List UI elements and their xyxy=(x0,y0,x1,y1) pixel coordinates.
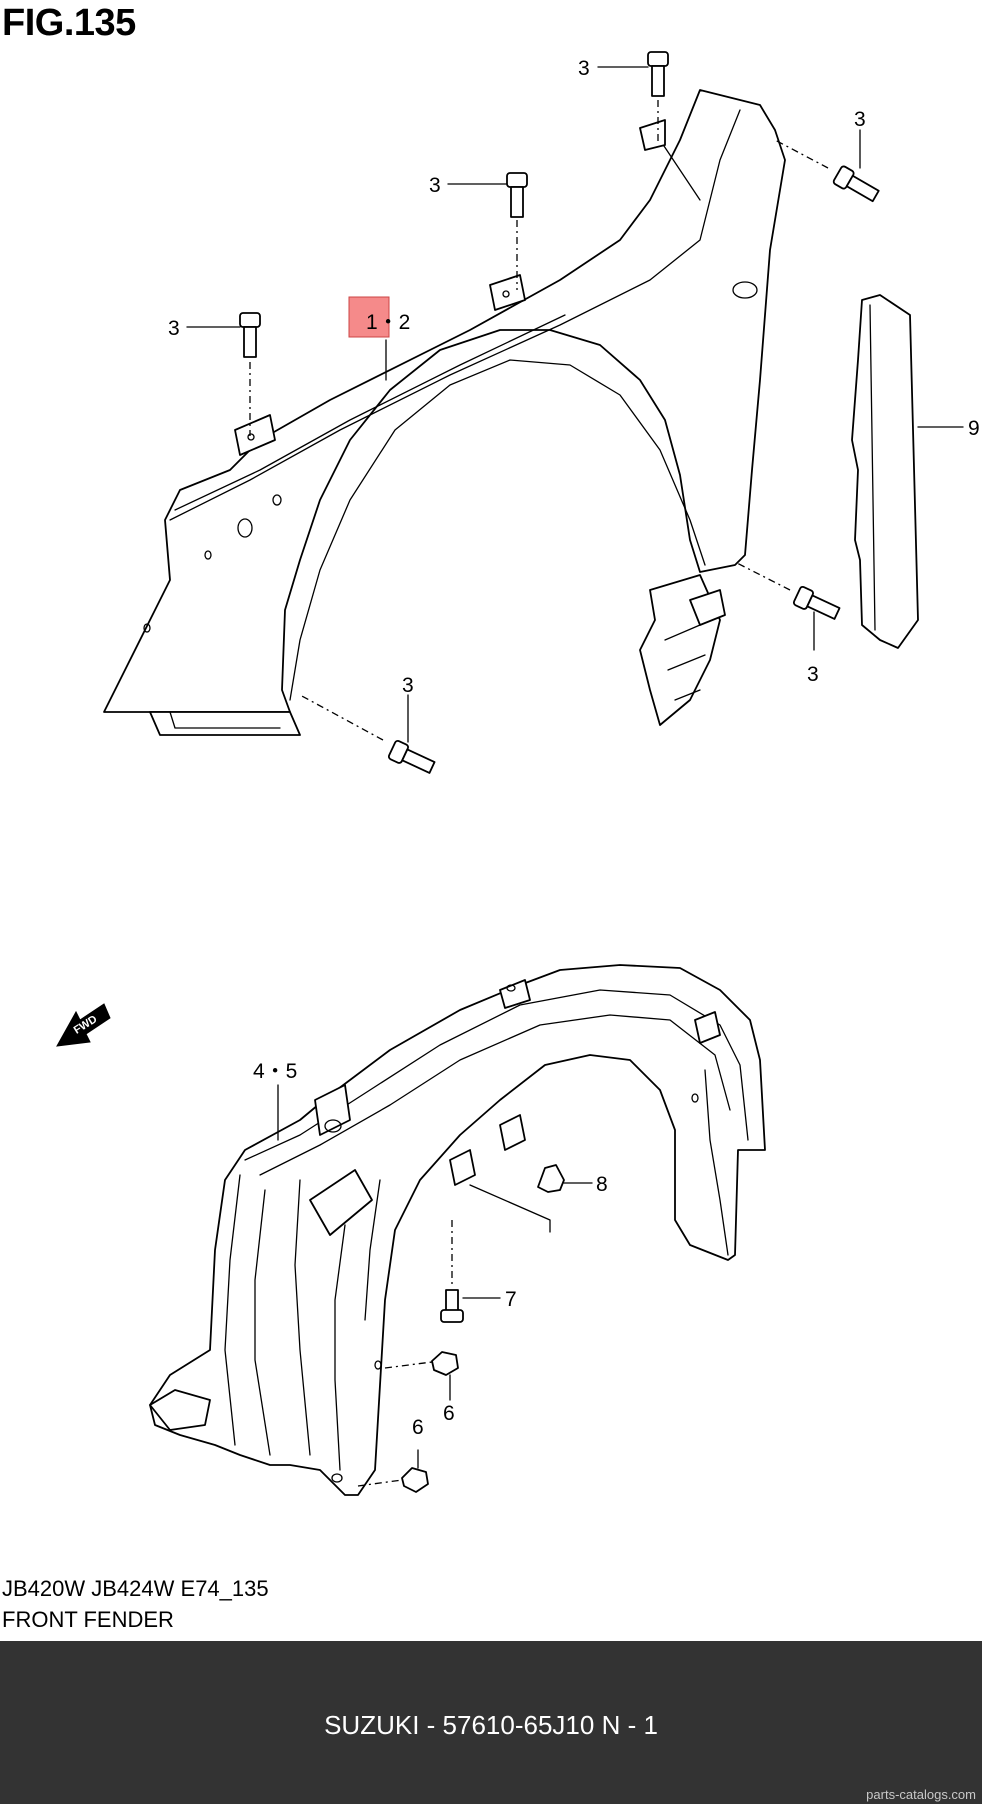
caption-model-codes: JB420W JB424W E74_135 xyxy=(2,1576,269,1601)
fender-seal-part-9 xyxy=(851,294,919,649)
clip-part-6-lower xyxy=(357,1449,429,1493)
callout-highlight-1-2 xyxy=(348,296,390,338)
screw-part-7 xyxy=(440,1220,501,1323)
footer-site-link[interactable]: parts-catalogs.com xyxy=(866,1787,976,1802)
bolt-3-lower-left xyxy=(299,694,436,774)
footer-part-number: SUZUKI - 57610-65J10 N - 1 xyxy=(324,1710,658,1740)
callout-4-5: 4・5 xyxy=(253,1060,297,1083)
callout-3-middle: 3 xyxy=(429,174,441,197)
callout-8: 8 xyxy=(596,1173,608,1196)
footer-bar: SUZUKI - 57610-65J10 N - 1 parts-catalog… xyxy=(0,1641,982,1804)
callout-9: 9 xyxy=(968,417,980,440)
figure-title: FIG.135 xyxy=(2,2,136,44)
fwd-arrow-icon: FWD xyxy=(56,1003,111,1047)
callout-3-top: 3 xyxy=(578,57,590,80)
clip-part-8 xyxy=(469,1164,593,1233)
callout-6-lower: 6 xyxy=(412,1416,424,1439)
callout-3-lower-right: 3 xyxy=(807,663,819,686)
front-fender-panel xyxy=(103,89,786,736)
callout-6-upper: 6 xyxy=(443,1402,455,1425)
caption-section-name: FRONT FENDER xyxy=(2,1607,174,1632)
bolt-3-right-top xyxy=(774,139,880,203)
callout-1-2: 1・2 xyxy=(366,311,410,334)
callout-3-right-top: 3 xyxy=(854,108,866,131)
clip-part-6-upper xyxy=(384,1351,459,1401)
callout-3-lower-left: 3 xyxy=(402,674,414,697)
callout-7: 7 xyxy=(505,1288,517,1311)
bolt-3-left xyxy=(239,312,261,436)
bolt-3-middle xyxy=(506,172,528,290)
bolt-3-top xyxy=(647,51,669,145)
bolt-3-lower-right xyxy=(734,561,841,620)
fender-liner xyxy=(149,964,766,1496)
callout-3-left: 3 xyxy=(168,317,180,340)
parts-diagram: 3 3 3 3 1・2 9 3 3 FWD xyxy=(56,51,980,1496)
